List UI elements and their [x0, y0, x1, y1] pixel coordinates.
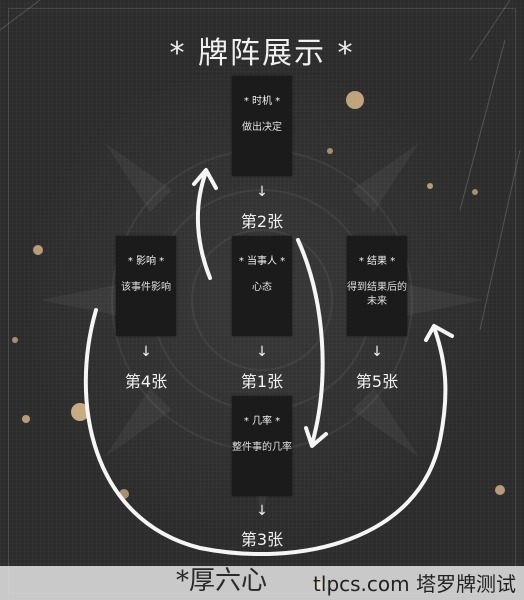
card-position-5: * 结果 * 得到结果后的未来 [347, 236, 407, 336]
card-title: * 影响 * [127, 256, 165, 267]
watermark-site: tlpcs.com 塔罗牌测试 [313, 572, 516, 596]
card-position-2: * 时机 * 做出决定 [232, 76, 292, 176]
card-position-3: * 几率 * 整件事的几率 [232, 396, 292, 496]
down-arrow-icon: ↓ [140, 344, 152, 360]
card-description: 心态 [252, 282, 272, 293]
card-position-4: * 影响 * 该事件影响 [116, 236, 176, 336]
card-description: 得到结果后的未来 [347, 282, 407, 307]
card-title: * 时机 * [243, 96, 281, 107]
watermark-strip [0, 566, 524, 600]
watermark-brand: *厚六心 [176, 566, 268, 596]
down-arrow-icon: ↓ [371, 344, 383, 360]
card-title: * 几率 * [243, 416, 281, 427]
card-label-2: 第2张 [240, 212, 284, 231]
card-label-3: 第3张 [240, 530, 284, 549]
card-label-5: 第5张 [355, 372, 399, 391]
down-arrow-icon: ↓ [256, 503, 268, 519]
page-title: * 牌阵展示 * [169, 36, 355, 71]
card-title: * 结果 * [358, 256, 396, 267]
down-arrow-icon: ↓ [256, 184, 268, 200]
card-title: * 当事人 * [238, 256, 286, 267]
card-label-4: 第4张 [124, 372, 168, 391]
card-description: 整件事的几率 [232, 442, 292, 453]
card-position-1: * 当事人 * 心态 [232, 236, 292, 336]
card-description: 该事件影响 [121, 282, 171, 293]
down-arrow-icon: ↓ [256, 344, 268, 360]
card-label-1: 第1张 [240, 372, 284, 391]
card-description: 做出决定 [242, 122, 282, 133]
